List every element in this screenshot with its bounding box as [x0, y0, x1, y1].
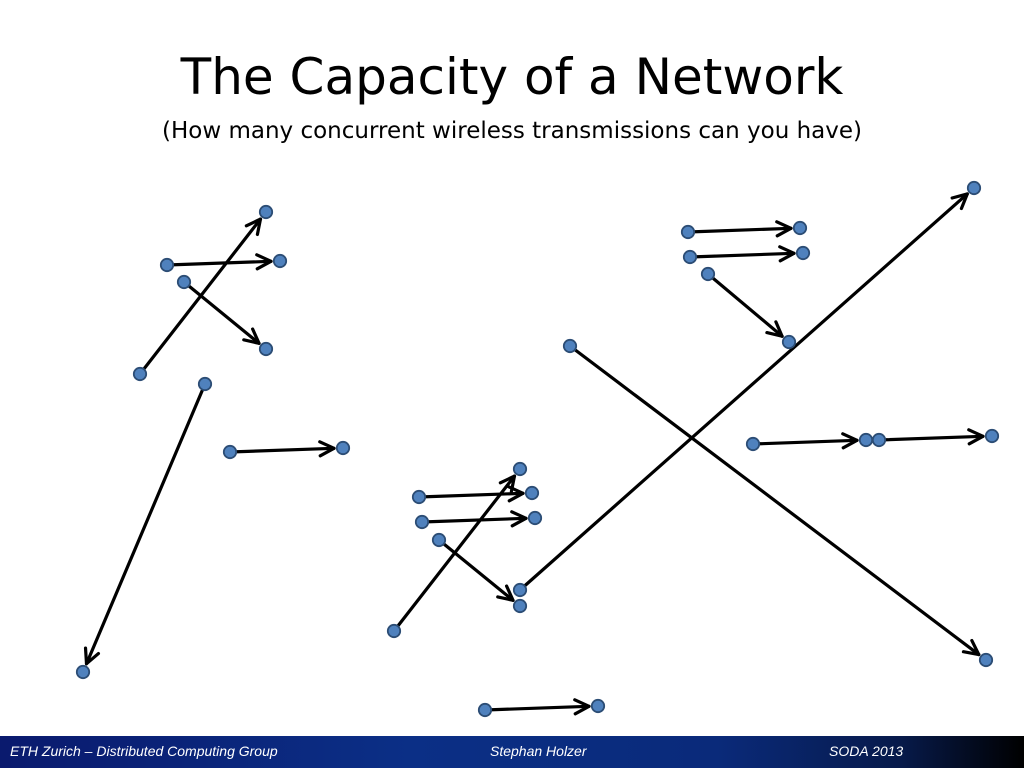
node-a9: [222, 444, 238, 460]
arrowhead: [255, 253, 273, 271]
slide-subtitle: (How many concurrent wireless transmissi…: [162, 118, 862, 144]
node-b1: [386, 623, 402, 639]
node-d1: [512, 582, 528, 598]
node-a2: [258, 204, 274, 220]
arrowhead: [841, 432, 859, 450]
footer-author: Stephan Holzer: [490, 743, 587, 759]
footer-institution: ETH Zurich – Distributed Computing Group: [10, 743, 278, 759]
node-e3: [871, 432, 887, 448]
link-c3-c4: [688, 245, 796, 263]
arrowhead: [967, 428, 985, 446]
link-line: [751, 438, 859, 446]
node-a1: [132, 366, 148, 382]
node-c5: [700, 266, 716, 282]
node-b6: [527, 510, 543, 526]
node-d2: [966, 180, 982, 196]
link-c1-c2: [686, 220, 793, 238]
link-c5-c6: [706, 272, 784, 338]
link-line: [686, 226, 793, 234]
link-line: [165, 259, 273, 267]
arrowhead: [961, 638, 981, 657]
node-c1: [680, 224, 696, 240]
arrowhead: [775, 220, 793, 238]
node-d4: [978, 652, 994, 668]
link-line: [228, 446, 336, 454]
arrowhead: [83, 646, 101, 666]
node-c4: [795, 245, 811, 261]
node-a5: [176, 274, 192, 290]
link-e1-e2: [751, 432, 859, 450]
link-line: [417, 491, 525, 499]
node-f1: [477, 702, 493, 718]
node-a3: [159, 257, 175, 273]
arrowhead: [498, 474, 517, 494]
node-a6: [258, 341, 274, 357]
arrowhead: [244, 217, 263, 237]
node-d3: [562, 338, 578, 354]
link-line: [688, 251, 796, 259]
link-b3-b4: [417, 485, 525, 503]
link-line: [420, 516, 528, 524]
arrowhead: [765, 320, 784, 338]
node-b4: [524, 485, 540, 501]
link-line: [437, 538, 515, 602]
link-b5-b6: [420, 510, 528, 528]
slide-title: The Capacity of a Network: [180, 48, 844, 106]
link-a9-a10: [228, 440, 336, 458]
node-c6: [781, 334, 797, 350]
node-b2: [512, 461, 528, 477]
node-f2: [590, 698, 606, 714]
arrowhead: [510, 510, 528, 528]
link-line: [518, 192, 969, 592]
node-e4: [984, 428, 1000, 444]
node-c3: [682, 249, 698, 265]
arrowhead: [573, 698, 591, 716]
arrowhead: [318, 440, 336, 458]
link-line: [84, 382, 207, 666]
arrowhead: [242, 327, 261, 345]
link-line: [483, 704, 591, 712]
link-a5-a6: [182, 280, 261, 345]
link-line: [706, 272, 784, 338]
arrowhead: [507, 485, 525, 503]
node-b7: [431, 532, 447, 548]
node-a8: [75, 664, 91, 680]
node-a4: [272, 253, 288, 269]
node-c2: [792, 220, 808, 236]
node-a10: [335, 440, 351, 456]
arrowhead: [778, 245, 796, 263]
arrowhead: [496, 584, 515, 602]
node-b8: [512, 598, 528, 614]
footer-conference: SODA 2013: [829, 743, 904, 759]
link-line: [568, 344, 981, 657]
footer-bar: ETH Zurich – Distributed Computing Group…: [0, 736, 1024, 768]
node-e2: [858, 432, 874, 448]
node-b3: [411, 489, 427, 505]
link-d3-d4: [568, 344, 981, 657]
link-b7-b8: [437, 538, 515, 602]
link-line: [877, 434, 985, 442]
link-a3-a4: [165, 253, 273, 271]
node-a7: [197, 376, 213, 392]
node-b5: [414, 514, 430, 530]
link-d1-d2: [518, 192, 969, 592]
link-e3-e4: [877, 428, 985, 446]
node-e1: [745, 436, 761, 452]
link-f1-f2: [483, 698, 591, 716]
link-line: [182, 280, 261, 345]
link-a7-a8: [83, 382, 207, 666]
arrowhead: [950, 192, 969, 211]
